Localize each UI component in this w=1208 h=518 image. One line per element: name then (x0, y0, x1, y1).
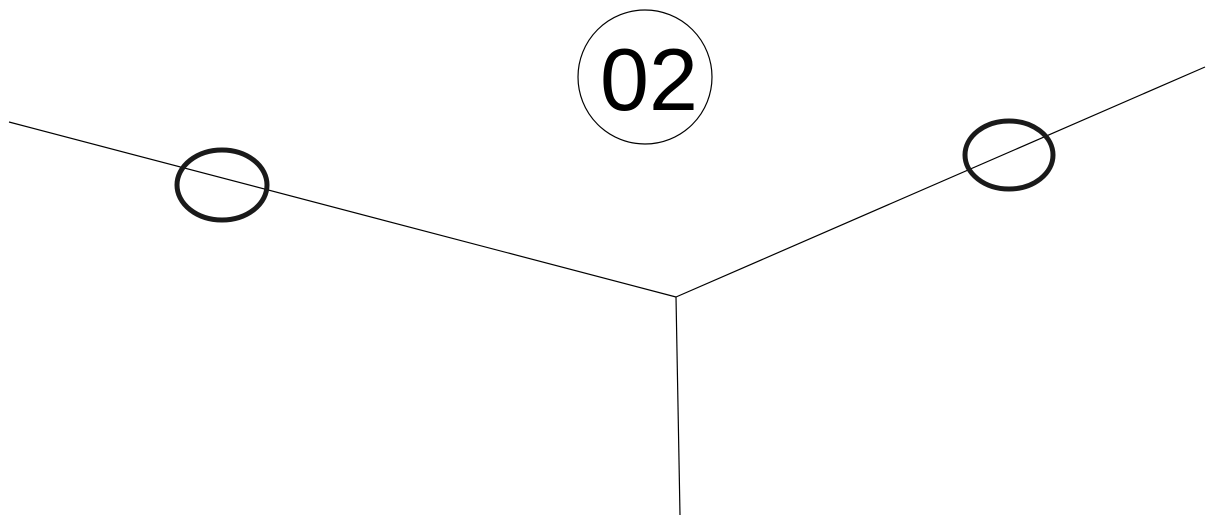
circled-label: 02 (577, 9, 713, 145)
left-edge-line (8, 121, 677, 298)
vertical-edge-line (675, 296, 681, 516)
label-circle (577, 9, 713, 145)
left-edge-marker (174, 147, 270, 223)
right-edge-line (675, 66, 1206, 298)
right-edge-marker (962, 118, 1056, 192)
label-text: 02 (600, 30, 698, 129)
